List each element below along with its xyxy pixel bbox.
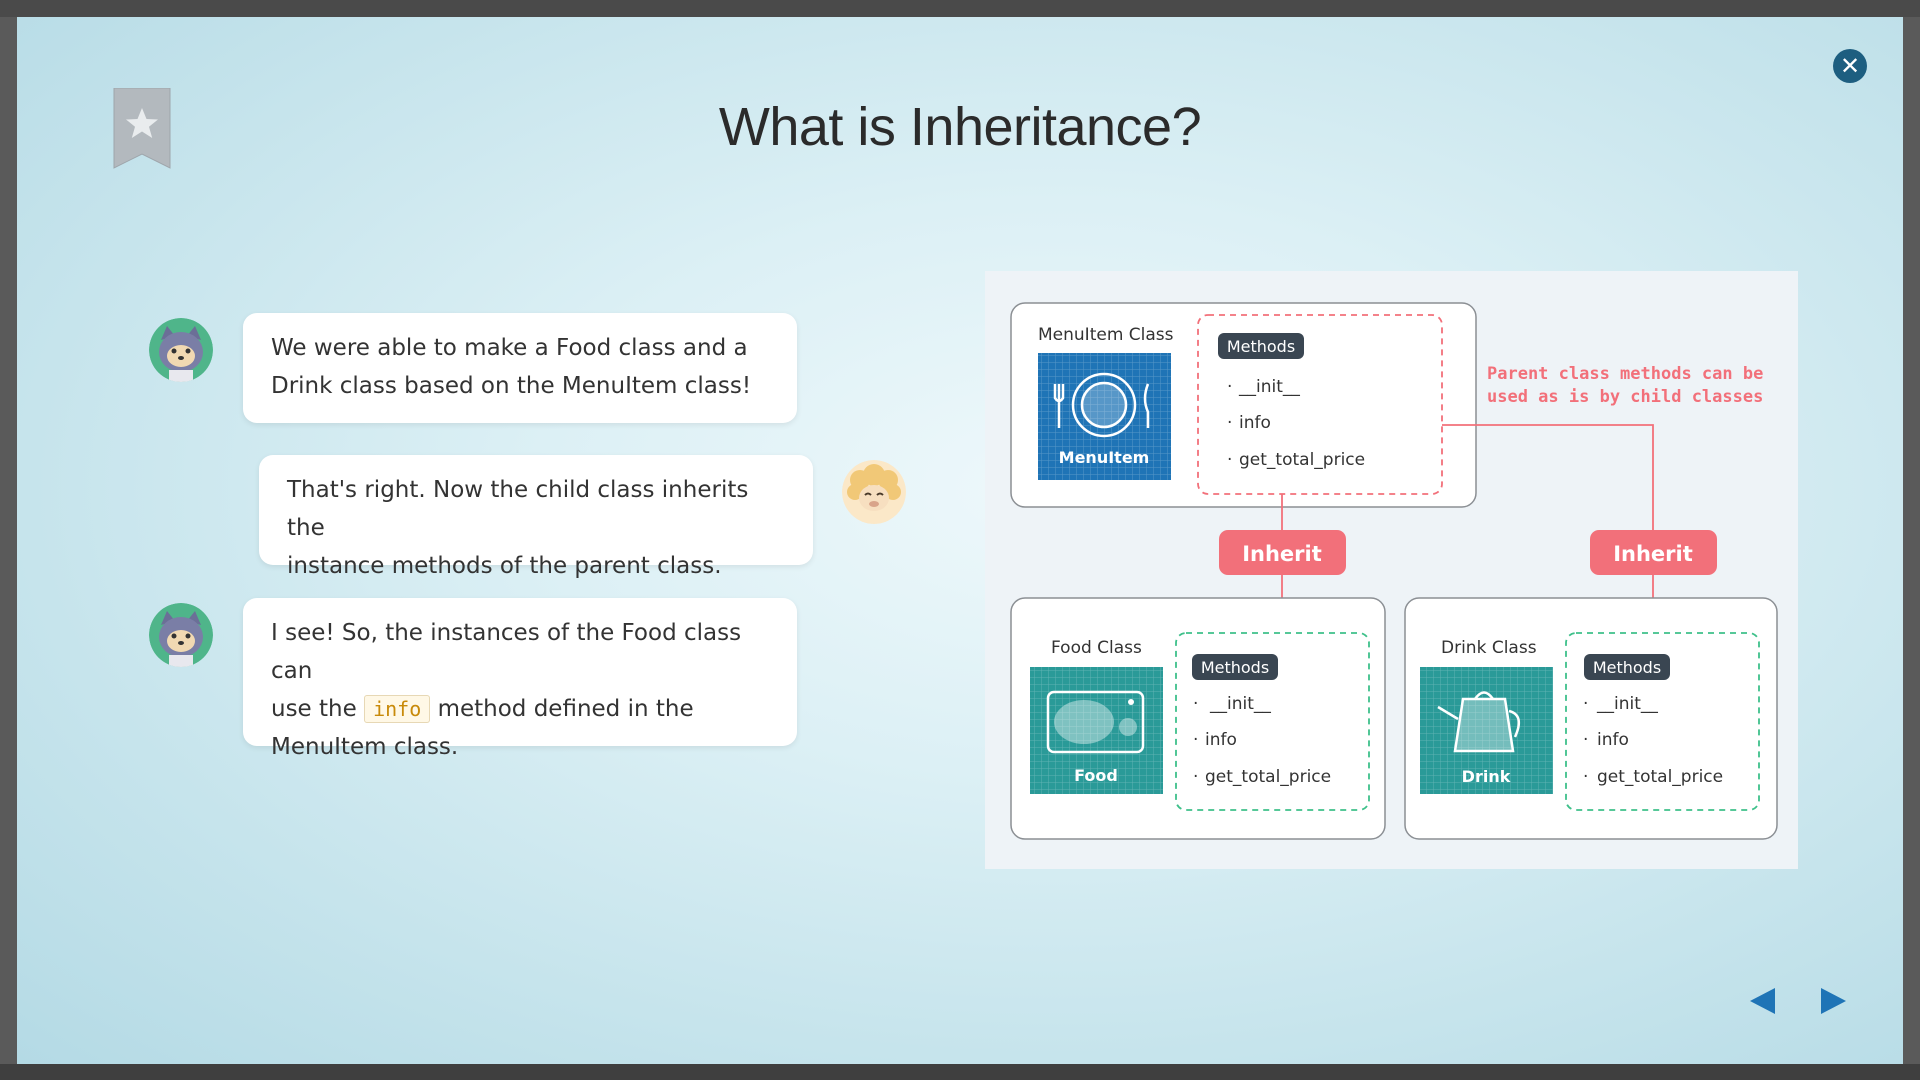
chat-bubble-3-line-2: use the info method defined in the [271,690,769,728]
top-bar [0,0,1920,17]
food-methods-box [1175,632,1370,811]
svg-text:·: · [1193,730,1198,750]
inheritance-diagram: MenuItem Class MenuItem Methods · __init… [985,271,1798,869]
drink-methods-box [1565,632,1760,811]
menuitem-method-3: get_total_price [1239,450,1365,470]
page-title: What is Inheritance? [718,97,1202,157]
svg-text:·: · [1583,694,1588,714]
chat-bubble-2-line-1: That's right. Now the child class inheri… [287,477,749,541]
inherit-note-line-2: used as is by child classes [1487,387,1763,407]
food-icon-label: Food [1074,766,1118,785]
svg-text:·: · [1227,377,1232,397]
chat-bubble-1-line-1: We were able to make a Food class and a [271,335,748,361]
drink-methods-badge: Methods [1593,658,1661,677]
chat-bubble-1-line-2: Drink class based on the MenuItem class! [271,373,752,399]
menuitem-methods-badge: Methods [1227,337,1295,356]
bookmark-star-icon[interactable] [112,88,172,170]
chat-bubble-3-line-1: I see! So, the instances of the Food cla… [271,620,742,684]
food-class-label: Food Class [1051,638,1142,658]
svg-text:·: · [1227,450,1232,470]
svg-text:·: · [1583,730,1588,750]
food-method-3: get_total_price [1205,767,1331,787]
food-method-1: __init__ [1209,694,1271,714]
arrow-left-icon[interactable] [1745,983,1781,1019]
bottom-bar [0,1064,1920,1080]
chat-bubble-3-line-2-before: use the [271,696,357,722]
cat-avatar [149,318,213,382]
drink-method-3: get_total_price [1597,767,1723,787]
chat-bubble-1: We were able to make a Food class and a … [243,313,797,423]
food-tray-icon [1046,690,1145,754]
drink-method-2: info [1597,730,1629,750]
chat-bubble-3: I see! So, the instances of the Food cla… [243,598,797,760]
chat-bubble-2: That's right. Now the child class inheri… [259,455,813,579]
kettle-icon [1437,691,1521,753]
menuitem-method-2: info [1239,413,1271,433]
chat-bubble-2-line-2: instance methods of the parent class. [287,553,722,579]
chat-bubble-3-line-2-after: method defined in the [437,696,694,722]
svg-text:·: · [1227,413,1232,433]
drink-icon-label: Drink [1462,767,1511,786]
cat-avatar [149,603,213,667]
menuitem-icon-label: MenuItem [1059,448,1150,467]
food-methods-badge: Methods [1201,658,1269,677]
svg-text:·: · [1193,694,1198,714]
menuitem-class-label: MenuItem Class [1038,325,1174,345]
svg-text:·: · [1583,767,1588,787]
menuitem-methods-box [1197,314,1443,495]
chat-bubble-3-line-3: MenuItem class. [271,734,459,760]
close-icon[interactable]: ✕ [1833,49,1867,83]
inherit-label-drink: Inherit [1613,542,1693,566]
drink-class-label: Drink Class [1441,638,1537,658]
svg-text:·: · [1193,767,1198,787]
plate-icon [1053,372,1150,438]
inherit-note-line-1: Parent class methods can be [1487,364,1763,384]
drink-method-1: __init__ [1596,694,1658,714]
arrow-right-icon[interactable] [1815,983,1851,1019]
menuitem-method-1: __init__ [1238,377,1300,397]
sheep-avatar [842,460,906,524]
code-snippet-info: info [364,695,431,723]
food-method-2: info [1205,730,1237,750]
inherit-label-food: Inherit [1242,542,1322,566]
